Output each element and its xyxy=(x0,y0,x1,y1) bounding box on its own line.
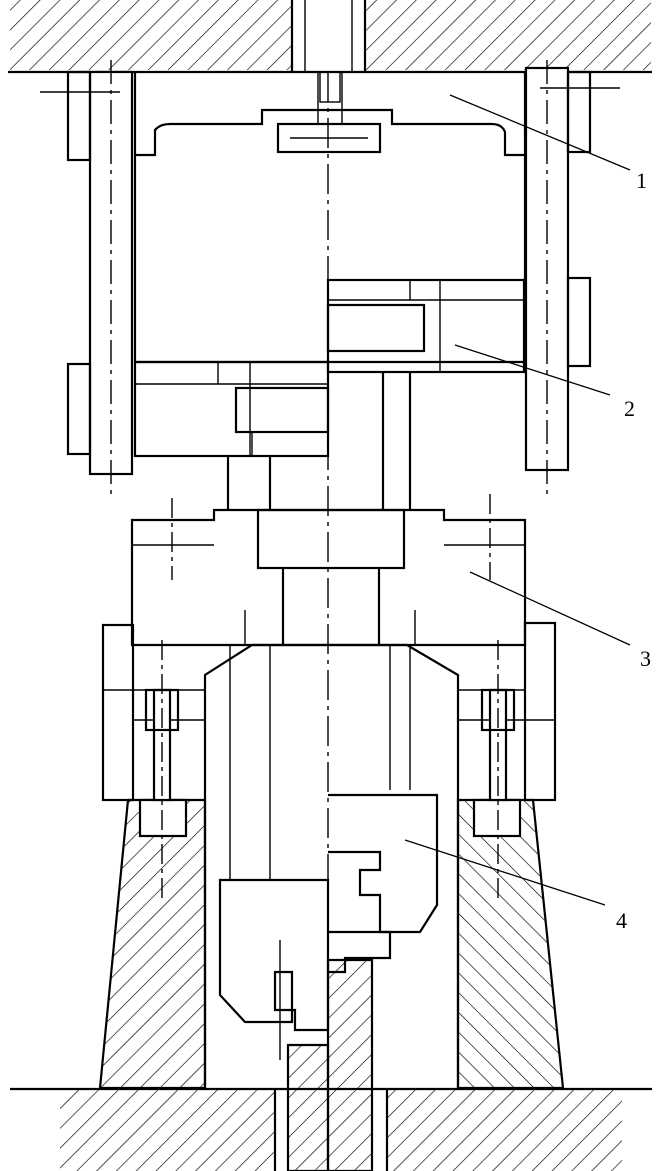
callout-2-label: 2 xyxy=(624,396,635,421)
punch-holder-part-2 xyxy=(133,278,526,458)
right-guide-post xyxy=(524,60,620,500)
callout-2: 2 xyxy=(454,344,635,421)
callout-4: 4 xyxy=(404,839,627,933)
lower-die-base xyxy=(98,640,565,1090)
callout-1: 1 xyxy=(449,94,647,193)
callout-3-label: 3 xyxy=(640,646,651,671)
top-fixed-plate xyxy=(8,0,652,74)
callout-1-label: 1 xyxy=(636,168,647,193)
punch-stems xyxy=(226,372,412,510)
left-guide-post xyxy=(40,60,134,500)
bottom-fixed-plate xyxy=(10,1087,652,1171)
ejector-part-4 xyxy=(218,793,439,1171)
central-die-insert xyxy=(203,643,460,1088)
callout-4-label: 4 xyxy=(616,908,627,933)
upper-slide-block-part-1 xyxy=(133,71,527,364)
callout-3: 3 xyxy=(469,571,651,671)
